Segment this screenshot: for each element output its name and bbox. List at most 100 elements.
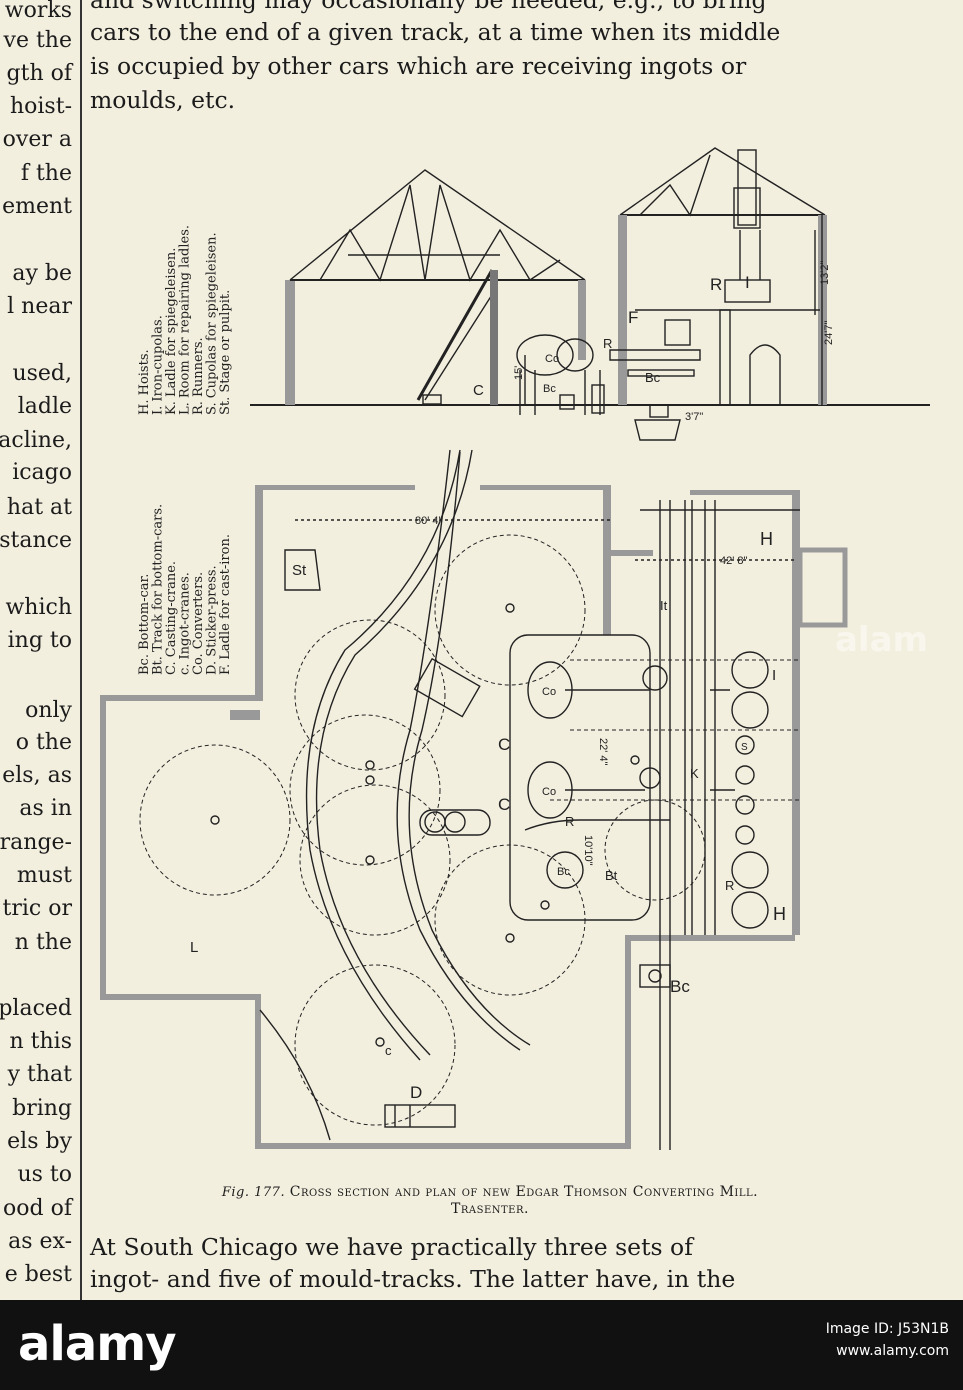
cross-section bbox=[250, 147, 930, 441]
figure-label: 13'2" bbox=[819, 261, 831, 285]
figure-label: 3'7" bbox=[685, 411, 703, 423]
caption-title: Cross section and plan of new Edgar Thom… bbox=[289, 1184, 759, 1200]
image-id: Image ID: J53N1B bbox=[825, 1321, 949, 1337]
caption-fig-number: Fig. 177. bbox=[221, 1185, 286, 1200]
left-fragment: e best bbox=[4, 1262, 72, 1287]
left-fragment: icago bbox=[12, 460, 72, 485]
left-fragment: must bbox=[16, 863, 72, 888]
left-fragment: only bbox=[25, 698, 72, 723]
left-fragment: over a bbox=[2, 127, 72, 152]
text-line: and switching may occasionally be needed… bbox=[90, 0, 767, 14]
figure-label: I bbox=[745, 273, 750, 292]
legend-top: H. Hoists.I. Iron-cupolas.K. Ladle for s… bbox=[137, 225, 233, 415]
legend-entry: St. Stage or pulpit. bbox=[218, 290, 233, 415]
legend-bottom: Bc. Bottom-car.Bt. Track for bottom-cars… bbox=[137, 504, 233, 675]
left-fragment: ement bbox=[2, 194, 72, 219]
left-fragment: ve the bbox=[3, 28, 72, 53]
legend-entry: C. Casting-crane. bbox=[164, 561, 179, 675]
left-fragment: o the bbox=[15, 730, 72, 755]
figure-label: R bbox=[725, 878, 734, 893]
figure-label: D bbox=[410, 1083, 422, 1102]
legend-entry: K. Ladle for spiegeleisen. bbox=[164, 248, 179, 415]
left-fragment: placed bbox=[0, 996, 72, 1021]
left-fragment: us to bbox=[17, 1162, 72, 1187]
figure-177: H. Hoists.I. Iron-cupolas.K. Ladle for s… bbox=[100, 147, 930, 1150]
figure-label: Co bbox=[542, 786, 556, 798]
legend-entry: Co. Converters. bbox=[191, 572, 206, 675]
figure-label: Bt bbox=[605, 868, 618, 883]
book-page: works ve the gth of hoist-over a f the ement a… bbox=[0, 0, 963, 1300]
figure-label: Bc bbox=[557, 866, 570, 878]
left-fragment: which bbox=[5, 595, 72, 620]
left-fragment: n this bbox=[9, 1029, 73, 1054]
figure-label: It bbox=[660, 598, 668, 613]
text-line: cars to the end of a given track, at a t… bbox=[90, 18, 781, 46]
left-fragment: hat at bbox=[6, 495, 72, 520]
legend-entry: F. Ladle for cast-iron. bbox=[218, 534, 233, 675]
figure-label: c bbox=[385, 1043, 392, 1058]
figure-label: Bc bbox=[543, 383, 556, 395]
left-fragment: tric or bbox=[2, 896, 72, 921]
legend-entry: Bc. Bottom-car. bbox=[137, 574, 152, 675]
left-fragment: acline, bbox=[0, 428, 72, 453]
left-fragment: y that bbox=[7, 1062, 72, 1087]
legend-entry: D. Sticker-press. bbox=[205, 565, 220, 675]
figure-label: Bc bbox=[670, 977, 690, 996]
left-fragment: ood of bbox=[3, 1196, 72, 1221]
left-fragment: range- bbox=[0, 830, 72, 855]
figure-label: H bbox=[773, 904, 786, 924]
caption-author: Trasenter. bbox=[451, 1201, 529, 1217]
figure-label: C bbox=[498, 735, 510, 754]
figure-label: 22' 4" bbox=[597, 738, 609, 766]
legend-entry: c. Ingot-cranes. bbox=[178, 572, 193, 675]
left-fragment: els by bbox=[7, 1129, 72, 1154]
left-fragment: f the bbox=[20, 161, 72, 186]
figure-label: F bbox=[628, 308, 638, 327]
left-fragment: n the bbox=[14, 930, 72, 955]
figure-label: I bbox=[772, 667, 776, 684]
legend-entry: Bt. Track for bottom-cars. bbox=[151, 504, 166, 675]
figure-label: S bbox=[741, 742, 748, 753]
left-fragment: works bbox=[4, 0, 72, 23]
figure-label: 42' 8" bbox=[720, 555, 748, 567]
left-fragment: bring bbox=[12, 1096, 72, 1121]
figure-label: Bc bbox=[645, 370, 661, 385]
figure-caption: Fig. 177. Cross section and plan of new … bbox=[86, 1184, 894, 1218]
figure-label: 80' 4" bbox=[415, 515, 443, 527]
legend-entry: S. Cupolas for spiegeleisen. bbox=[205, 232, 220, 415]
figure-label: L bbox=[190, 939, 198, 956]
left-fragment: as in bbox=[19, 796, 72, 821]
text-line: ingot- and five of mould-tracks. The lat… bbox=[90, 1265, 736, 1293]
figure-label: H bbox=[760, 529, 773, 549]
legend-entry: H. Hoists. bbox=[137, 349, 152, 415]
figure-label: R bbox=[565, 814, 574, 829]
figure-label: St bbox=[292, 562, 307, 579]
left-fragment: ing to bbox=[7, 628, 72, 653]
figure-label: R bbox=[603, 336, 612, 351]
label-c-crane: C bbox=[473, 382, 484, 399]
figure-label: Co bbox=[542, 686, 556, 698]
left-column-fragments: works ve the gth of hoist-over a f the ement a… bbox=[0, 0, 76, 1300]
left-fragment: used, bbox=[12, 361, 72, 386]
left-fragment: hoist- bbox=[9, 94, 72, 119]
footer-url: www.alamy.com bbox=[836, 1343, 949, 1359]
left-fragment: gth of bbox=[6, 61, 72, 86]
figure-label: 24'7" bbox=[823, 321, 835, 345]
text-line: is occupied by other cars which are rece… bbox=[90, 52, 747, 80]
text-line: moulds, etc. bbox=[90, 86, 236, 114]
figure-label: K bbox=[690, 766, 699, 781]
watermark: alam bbox=[835, 620, 928, 660]
footer-info: Image ID: J53N1B www.alamy.com bbox=[826, 1318, 949, 1362]
left-fragment: ladle bbox=[17, 394, 72, 419]
figure-label: R bbox=[710, 275, 722, 294]
left-fragment: l near bbox=[7, 294, 72, 319]
figure-label: 15' bbox=[513, 366, 525, 380]
column-rule bbox=[80, 0, 82, 1300]
left-fragment: stance bbox=[0, 528, 72, 553]
left-fragment: els, as bbox=[2, 763, 72, 788]
figure-label: Co bbox=[545, 353, 559, 365]
left-fragment: ay be bbox=[12, 261, 72, 286]
alamy-logo: alamy bbox=[18, 1316, 177, 1372]
figure-label: 10'10" bbox=[582, 835, 594, 866]
floor-plan bbox=[100, 449, 848, 1150]
